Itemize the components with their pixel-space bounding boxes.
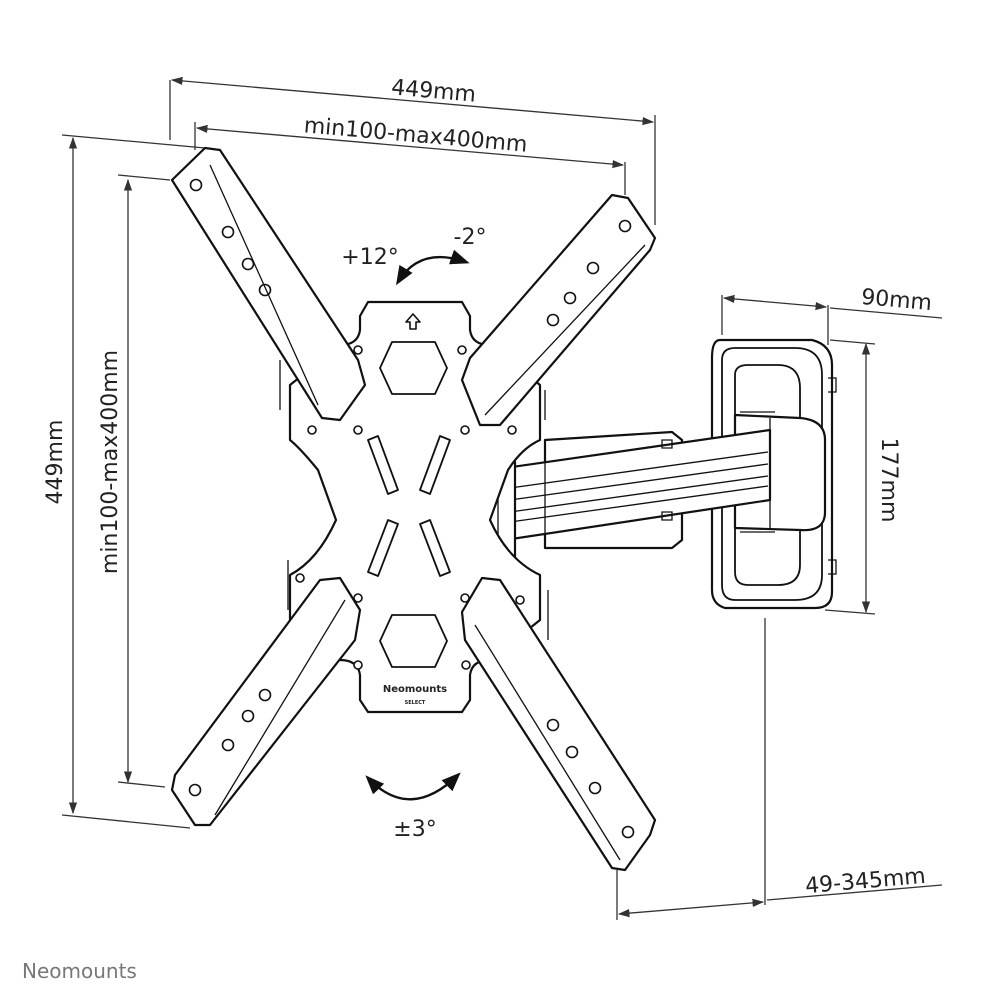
total-height-label: 449mm: [43, 420, 68, 505]
tilt-down-label: -2°: [454, 225, 487, 250]
tv-bracket: Neomounts SELECT: [170, 146, 657, 872]
extension-range-label: 49-345mm: [804, 864, 927, 899]
wall-plate-depth-label: 90mm: [860, 285, 933, 316]
plate-logo-sub: SELECT: [405, 700, 426, 706]
tilt-arrow: [395, 249, 470, 286]
footer-brand-logo: Neomounts: [22, 959, 137, 983]
rotation-arrow: [365, 772, 461, 801]
total-width-label: 449mm: [390, 75, 477, 107]
extension-arm: [486, 428, 772, 574]
plate-logo-brand: Neomounts: [383, 684, 447, 695]
rotation-label: ±3°: [393, 817, 436, 842]
up-arrow-icon: [405, 313, 421, 330]
wall-plate-height-label: 177mm: [876, 438, 901, 523]
angle-arrows: [365, 249, 470, 801]
height-range-label: min100-max400mm: [98, 350, 123, 574]
dimension-lines: [61, 76, 943, 920]
tilt-up-label: +12°: [341, 245, 398, 270]
width-range-label: min100-max400mm: [303, 113, 529, 157]
dimension-labels: 449mm min100-max400mm 449mm min100-max40…: [43, 75, 933, 899]
